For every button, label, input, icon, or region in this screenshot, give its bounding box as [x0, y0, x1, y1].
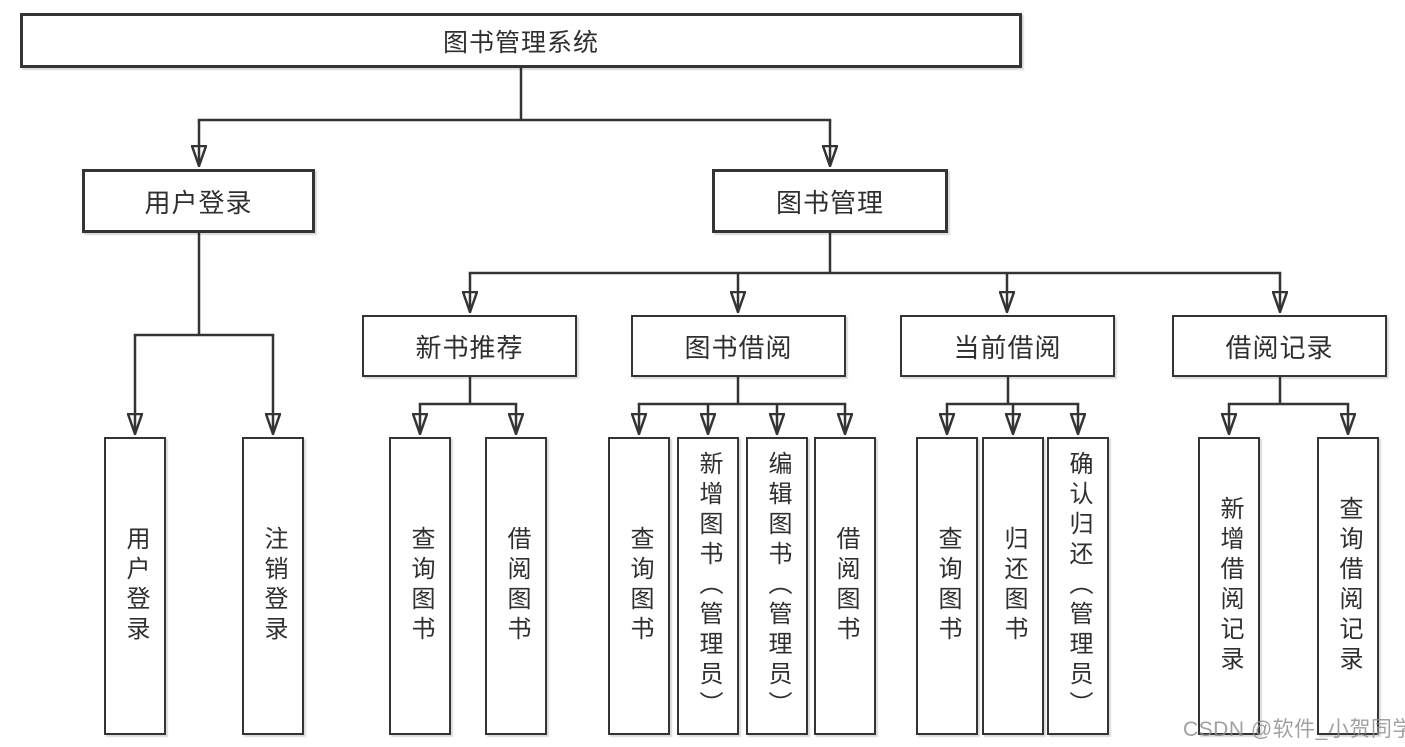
- connector-book-borrowing-branch: [639, 377, 845, 434]
- connector-new-book-recommend-branch: [420, 377, 516, 434]
- leaf-edit-books-admin: 编辑图书（管理员）: [746, 437, 808, 735]
- leaf-user-login: 用户登录: [104, 437, 166, 735]
- leaf-query-books-recommend: 查询图书: [389, 437, 451, 735]
- leaf-add-books-admin: 新增图书（管理员）: [677, 437, 739, 735]
- node-new-book-recommend: 新书推荐: [362, 315, 577, 377]
- leaf-return-books-label: 归还图书: [1000, 526, 1027, 646]
- leaf-confirm-return-admin: 确认归还（管理员）: [1047, 437, 1109, 735]
- leaf-logout: 注销登录: [242, 437, 304, 735]
- leaf-add-borrow-record-label: 新增借阅记录: [1216, 496, 1243, 676]
- leaf-query-books-current: 查询图书: [916, 437, 978, 735]
- node-user-login: 用户登录: [82, 169, 315, 233]
- connector-current-borrowing-branch: [947, 377, 1078, 434]
- connector-book-management-branch: [470, 233, 1280, 312]
- leaf-query-books-recommend-label: 查询图书: [407, 526, 434, 646]
- leaf-query-borrow-record: 查询借阅记录: [1317, 437, 1379, 735]
- connector-user-login-branch: [135, 233, 273, 434]
- leaf-edit-books-admin-label: 编辑图书（管理员）: [764, 451, 791, 721]
- leaf-query-books-borrowing-label: 查询图书: [626, 526, 653, 646]
- connector-borrow-records-branch: [1229, 377, 1348, 434]
- leaf-borrow-books-label: 借阅图书: [832, 526, 859, 646]
- node-borrow-records: 借阅记录: [1172, 315, 1387, 377]
- leaf-add-books-admin-label: 新增图书（管理员）: [695, 451, 722, 721]
- leaf-query-borrow-record-label: 查询借阅记录: [1335, 496, 1362, 676]
- node-library-system: 图书管理系统: [20, 13, 1022, 68]
- leaf-borrow-books: 借阅图书: [814, 437, 876, 735]
- leaf-add-borrow-record: 新增借阅记录: [1198, 437, 1260, 735]
- leaf-borrow-books-recommend: 借阅图书: [485, 437, 547, 735]
- leaf-logout-label: 注销登录: [260, 526, 287, 646]
- leaf-return-books: 归还图书: [982, 437, 1044, 735]
- node-current-borrowing: 当前借阅: [900, 315, 1115, 377]
- leaf-query-books-borrowing: 查询图书: [608, 437, 670, 735]
- connector-root-to-level1: [199, 68, 830, 166]
- leaf-borrow-books-recommend-label: 借阅图书: [503, 526, 530, 646]
- node-book-borrowing: 图书借阅: [631, 315, 846, 377]
- leaf-confirm-return-admin-label: 确认归还（管理员）: [1065, 451, 1092, 721]
- node-book-management: 图书管理: [712, 169, 948, 233]
- leaf-user-login-label: 用户登录: [122, 526, 149, 646]
- leaf-query-books-current-label: 查询图书: [934, 526, 961, 646]
- csdn-watermark: CSDN @软件_小贺同学: [1183, 718, 1405, 741]
